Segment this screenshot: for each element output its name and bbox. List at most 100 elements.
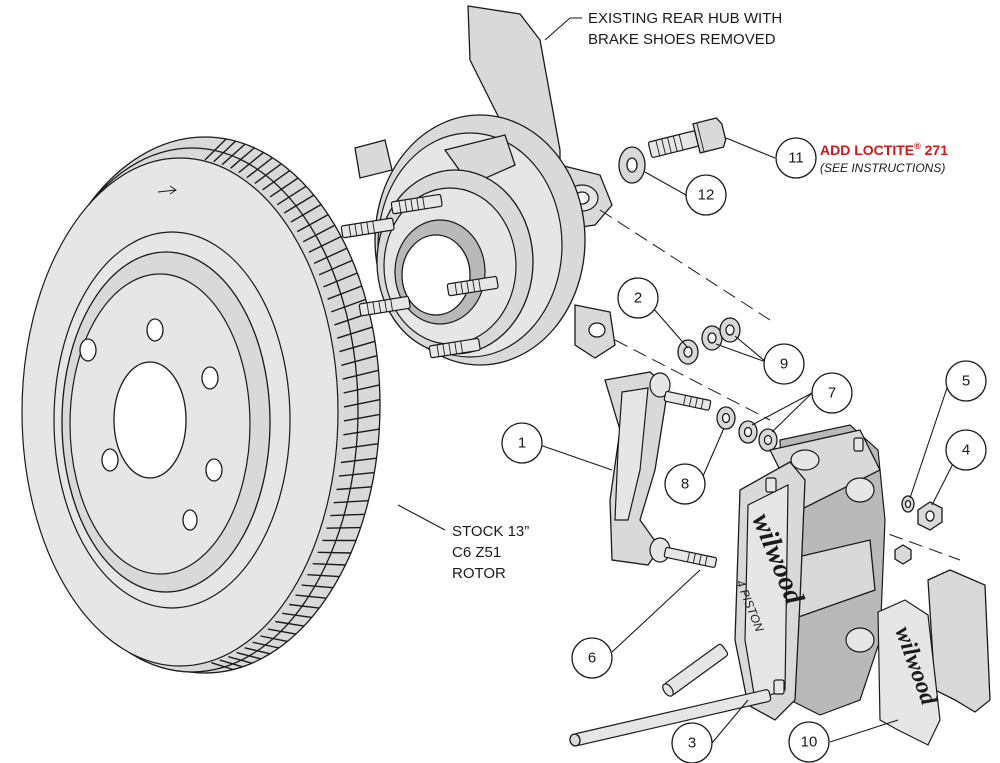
- rotor-vent-rib: [221, 143, 246, 166]
- rotor-vent-rib: [296, 213, 329, 233]
- shims-2-9: [677, 317, 741, 365]
- rotor-vent-rib: [244, 647, 271, 655]
- rotor-vent-rib: [262, 170, 291, 191]
- callout-5: 5: [945, 360, 987, 402]
- pad-retaining-pin: [569, 689, 772, 747]
- rotor-vent-rib: [283, 194, 315, 214]
- svg-text:1: 1: [518, 435, 526, 452]
- callout-1: 1: [501, 422, 543, 464]
- nut-4: [917, 501, 943, 531]
- svg-text:4: 4: [962, 442, 970, 459]
- callout-7: 7: [811, 372, 853, 414]
- rotor-vent-rib: [260, 635, 288, 643]
- loctite-label: ADD LOCTITE® 271: [820, 141, 948, 158]
- rotor-vent-rib: [341, 355, 378, 366]
- rotor-vent-rib: [254, 163, 282, 184]
- rotor-vent-rib: [289, 603, 320, 609]
- svg-text:8: 8: [681, 476, 689, 493]
- rotor-label-line1: STOCK 13”: [452, 523, 529, 540]
- svg-text:9: 9: [780, 356, 788, 373]
- svg-text:2: 2: [634, 290, 642, 307]
- rotor-vent-rib: [330, 513, 365, 517]
- svg-text:11: 11: [788, 150, 804, 167]
- svg-text:5: 5: [962, 373, 970, 390]
- mount-line-upper: [599, 209, 771, 321]
- callout-3: 3: [671, 722, 713, 763]
- callout-2: 2: [617, 277, 659, 319]
- rotor-vent-rib: [238, 151, 264, 174]
- rotor-vent-rib: [318, 259, 353, 276]
- svg-text:6: 6: [588, 650, 596, 667]
- leader-lines: [397, 17, 961, 744]
- washer-5: [901, 495, 915, 513]
- rotor-vent-rib: [252, 641, 280, 649]
- callout-12: 12: [685, 174, 727, 216]
- rotor-vent-rib: [339, 340, 376, 353]
- loctite-note: (SEE INSTRUCTIONS): [820, 161, 945, 175]
- callout-8: 8: [664, 463, 706, 505]
- rotor-vent-rib: [290, 203, 322, 223]
- rotor-vent-rib: [327, 285, 363, 300]
- rotor-vent-rib: [282, 612, 312, 619]
- hub-label-line1: EXISTING REAR HUB WITH: [588, 10, 782, 27]
- rotor-vent-rib: [213, 140, 237, 163]
- rear-hub: [354, 5, 616, 366]
- rotor-vent-rib: [295, 594, 327, 599]
- rotor-vent-rib: [326, 526, 361, 529]
- hub-label-line2: BRAKE SHOES REMOVED: [588, 31, 776, 48]
- rotor-vent-rib: [236, 651, 262, 660]
- caliper-bracket-1: [604, 371, 718, 568]
- rotor-vent-rib: [343, 384, 380, 394]
- caliper-small-nut: [894, 544, 912, 565]
- svg-text:12: 12: [698, 187, 715, 204]
- rotor-vent-rib: [333, 500, 369, 504]
- rotor-vent-rib: [230, 147, 255, 169]
- rotor-vent-rib: [275, 620, 305, 627]
- svg-text:7: 7: [828, 385, 836, 402]
- pad-pin-sleeve: [662, 643, 729, 697]
- rotor-vent-rib: [342, 443, 379, 450]
- rotor-vent-rib: [219, 659, 243, 668]
- rotor-vent-rib: [323, 272, 358, 288]
- rotor-vent-rib: [338, 471, 375, 477]
- wheel-studs: [340, 193, 499, 359]
- mount-line-pads: [849, 519, 961, 561]
- rotor-vent-rib: [276, 185, 307, 206]
- callout-10: 10: [788, 721, 830, 763]
- caliper-3: wilwood 4 PISTON: [733, 424, 886, 721]
- callout-9: 9: [763, 343, 805, 385]
- rotor-vent-rib: [204, 138, 227, 161]
- rotor-label-line2: C6 Z51: [452, 544, 501, 561]
- callout-6: 6: [571, 637, 613, 679]
- rotor-vent-rib: [267, 628, 296, 635]
- rotor-vent-rib: [343, 428, 380, 436]
- svg-text:10: 10: [801, 734, 818, 751]
- rotor-vent-rib: [269, 177, 299, 198]
- shims-7-8: [716, 406, 778, 452]
- rotor-vent-rib: [336, 326, 373, 339]
- rotor-vents: [204, 138, 381, 671]
- rotor-vent-rib: [343, 413, 381, 422]
- bolt-11: [647, 117, 727, 158]
- rotor-vent-rib: [313, 247, 348, 265]
- rotor-vent-rib: [312, 563, 346, 566]
- rotor-vent-rib: [340, 457, 377, 464]
- rotor-label-line3: ROTOR: [452, 565, 506, 582]
- callout-11: 11: [775, 137, 817, 179]
- rotor-vent-rib: [342, 369, 379, 380]
- rotor-vent-rib: [343, 398, 381, 408]
- rotor-vent-rib: [301, 584, 334, 589]
- rotor-vent-rib: [246, 157, 273, 179]
- rotor: [21, 136, 381, 674]
- rotor-vent-rib: [330, 298, 367, 313]
- rotor-vent-rib: [336, 486, 372, 491]
- callout-4: 4: [945, 429, 987, 471]
- rotor-vent-rib: [308, 235, 342, 253]
- mount-line-lower: [614, 339, 771, 421]
- rotor-vent-rib: [302, 224, 336, 243]
- rotor-vent-rib: [228, 656, 252, 664]
- rotor-vent-rib: [211, 662, 234, 671]
- rotor-vent-rib: [317, 551, 351, 554]
- brake-pads-10: wilwood: [877, 569, 991, 746]
